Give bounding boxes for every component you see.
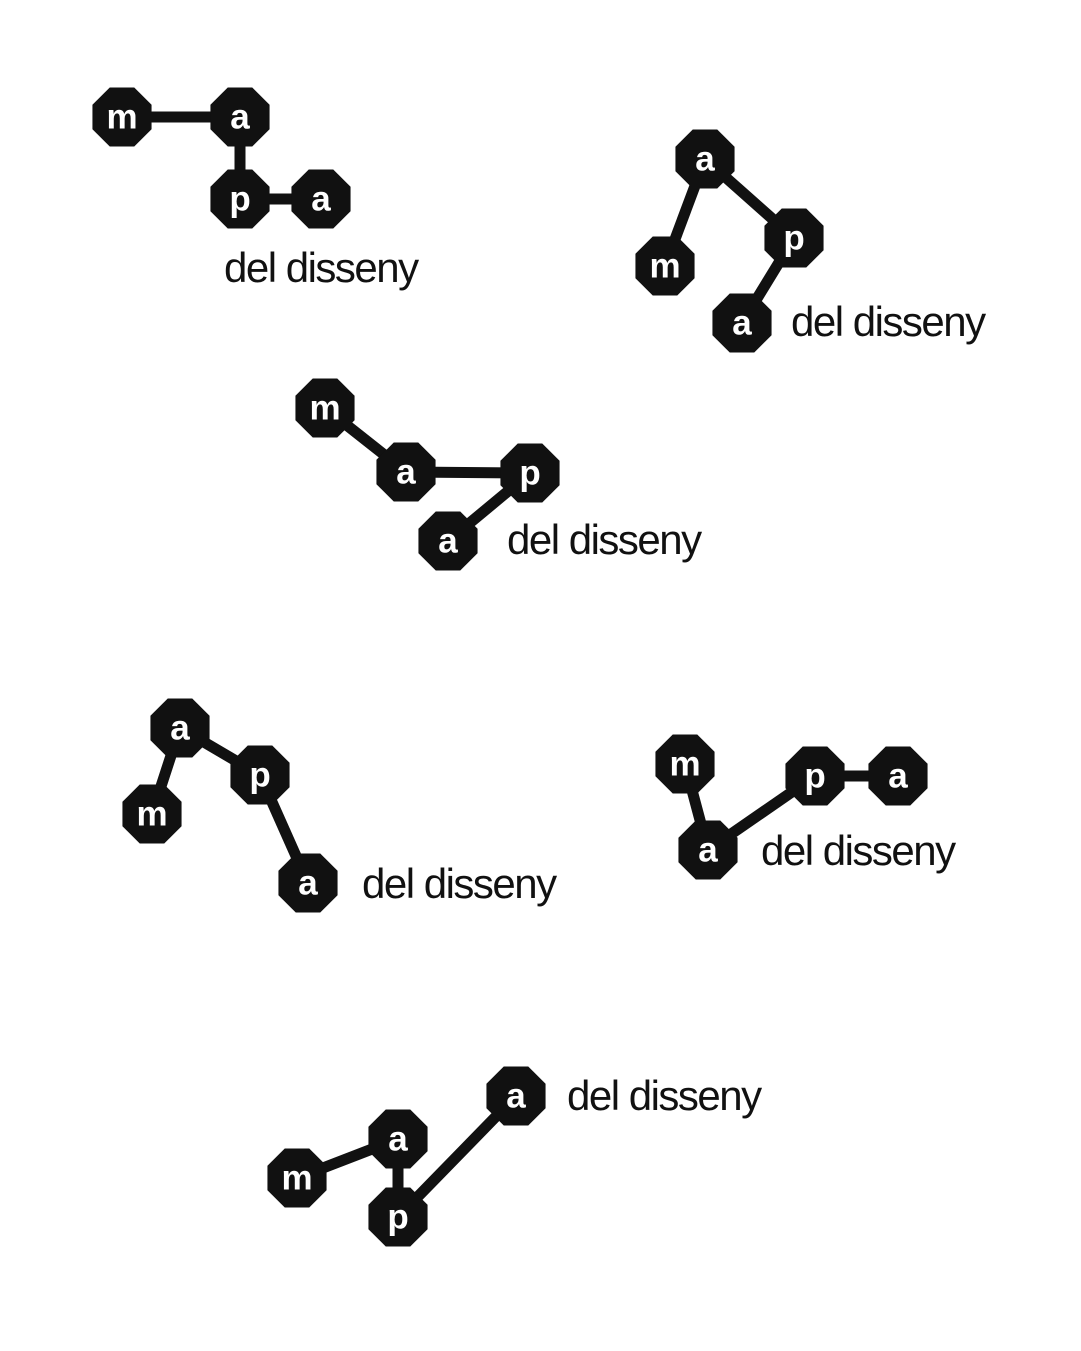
logo-variant-3: m a p a del disseny bbox=[295, 378, 704, 571]
letter-node: m bbox=[295, 378, 355, 438]
octagon-node-icon bbox=[267, 1148, 327, 1208]
logo-tagline: del disseny bbox=[761, 827, 956, 874]
octagon-node-icon bbox=[868, 746, 928, 806]
letter-node: p bbox=[230, 745, 290, 805]
octagon-node-icon bbox=[291, 169, 351, 229]
node-letter: a bbox=[888, 757, 908, 796]
octagon-node-icon bbox=[368, 1109, 428, 1169]
node-letter: m bbox=[136, 795, 167, 834]
octagon-node-icon bbox=[122, 784, 182, 844]
node-letter: m bbox=[649, 247, 680, 286]
letter-node: a bbox=[678, 820, 738, 880]
octagon-node-icon bbox=[764, 208, 824, 268]
octagon-node-icon bbox=[92, 87, 152, 147]
octagon-node-icon bbox=[418, 511, 478, 571]
octagon-node-icon bbox=[500, 443, 560, 503]
letter-node: a bbox=[486, 1066, 546, 1126]
octagon-node-icon bbox=[712, 293, 772, 353]
node-letter: p bbox=[804, 757, 825, 796]
logo-variant-5: m a p a del disseny bbox=[655, 734, 958, 880]
letter-node: a bbox=[150, 698, 210, 758]
letter-node: m bbox=[655, 734, 715, 794]
octagon-node-icon bbox=[295, 378, 355, 438]
letter-node: a bbox=[210, 87, 270, 147]
node-letter: a bbox=[732, 304, 752, 343]
node-letter: a bbox=[506, 1077, 526, 1116]
node-letter: a bbox=[230, 98, 250, 137]
octagon-node-icon bbox=[278, 853, 338, 913]
node-letter: a bbox=[438, 522, 458, 561]
logo-tagline: del disseny bbox=[791, 298, 986, 345]
node-letter: p bbox=[519, 454, 540, 493]
letter-node: p bbox=[764, 208, 824, 268]
logo-tagline: del disseny bbox=[362, 860, 557, 907]
letter-node: a bbox=[675, 129, 735, 189]
letter-node: a bbox=[868, 746, 928, 806]
logo-tagline: del disseny bbox=[224, 244, 419, 291]
logo-variant-1: m a p a del disseny bbox=[92, 87, 421, 291]
node-letter: p bbox=[387, 1198, 408, 1237]
node-letter: a bbox=[388, 1120, 408, 1159]
octagon-node-icon bbox=[678, 820, 738, 880]
octagon-node-icon bbox=[150, 698, 210, 758]
octagon-node-icon bbox=[486, 1066, 546, 1126]
letter-node: a bbox=[278, 853, 338, 913]
node-letter: a bbox=[298, 864, 318, 903]
letter-node: a bbox=[376, 442, 436, 502]
node-letter: a bbox=[311, 180, 331, 219]
node-letter: a bbox=[170, 709, 190, 748]
letter-node: a bbox=[291, 169, 351, 229]
node-letter: m bbox=[309, 389, 340, 428]
node-letter: m bbox=[106, 98, 137, 137]
octagon-node-icon bbox=[675, 129, 735, 189]
letter-node: m bbox=[635, 236, 695, 296]
logo-tagline: del disseny bbox=[507, 516, 702, 563]
letter-node: p bbox=[210, 169, 270, 229]
node-letter: p bbox=[783, 219, 804, 258]
node-letter: p bbox=[249, 756, 270, 795]
octagon-node-icon bbox=[210, 87, 270, 147]
letter-node: p bbox=[368, 1187, 428, 1247]
logo-variant-2: a m p a del disseny bbox=[635, 129, 988, 353]
octagon-node-icon bbox=[210, 169, 270, 229]
letter-node: a bbox=[368, 1109, 428, 1169]
letter-node: a bbox=[712, 293, 772, 353]
letter-node: p bbox=[500, 443, 560, 503]
letter-node: m bbox=[122, 784, 182, 844]
node-letter: p bbox=[229, 180, 250, 219]
logo-tagline: del disseny bbox=[567, 1072, 762, 1119]
octagon-node-icon bbox=[376, 442, 436, 502]
octagon-node-icon bbox=[230, 745, 290, 805]
node-letter: a bbox=[698, 831, 718, 870]
node-letter: a bbox=[396, 453, 416, 492]
logo-variant-4: a m p a del disseny bbox=[122, 698, 559, 913]
node-letter: a bbox=[695, 140, 715, 179]
letter-node: p bbox=[785, 746, 845, 806]
logo-variant-6: a m a p del disseny bbox=[267, 1066, 764, 1247]
octagon-node-icon bbox=[368, 1187, 428, 1247]
letter-node: m bbox=[92, 87, 152, 147]
node-letter: m bbox=[669, 745, 700, 784]
letter-node: a bbox=[418, 511, 478, 571]
letter-node: m bbox=[267, 1148, 327, 1208]
octagon-node-icon bbox=[655, 734, 715, 794]
octagon-node-icon bbox=[785, 746, 845, 806]
node-letter: m bbox=[281, 1159, 312, 1198]
octagon-node-icon bbox=[635, 236, 695, 296]
